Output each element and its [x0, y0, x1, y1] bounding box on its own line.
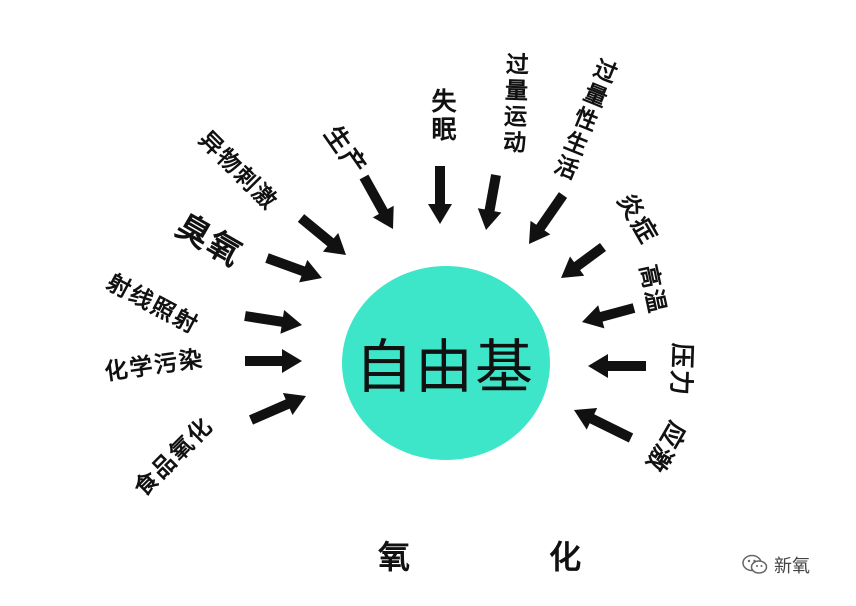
arrow-ozone [265, 253, 322, 283]
arrow-stress [574, 408, 634, 443]
arrow-radiation [244, 310, 302, 334]
arrow-inflammation [561, 243, 606, 278]
arrow-insomnia [428, 166, 452, 224]
arrow-pregnancy [359, 174, 394, 229]
free-radical-circle [342, 266, 550, 460]
arrow-excessive-exercise [477, 174, 502, 230]
arrow-chemical-pollution [245, 349, 302, 373]
arrows-group [244, 166, 646, 443]
arrow-pressure [588, 354, 646, 378]
arrow-foreign-stimulus [297, 214, 346, 255]
watermark: 新氧 [742, 552, 810, 578]
wechat-icon [742, 554, 768, 574]
factor-excessive-exercise: 过量运动 [498, 51, 528, 157]
arrow-excessive-sex [529, 192, 568, 244]
factor-insomnia: 失眠 [428, 88, 457, 144]
oxidation-caption: 氧 化 [378, 538, 626, 576]
arrow-high-temperature [582, 303, 636, 329]
factor-pressure: 压力 [666, 342, 697, 398]
arrow-food-oxidation [249, 393, 306, 425]
watermark-text: 新氧 [774, 556, 810, 577]
center-label: 自由基 [354, 333, 536, 401]
